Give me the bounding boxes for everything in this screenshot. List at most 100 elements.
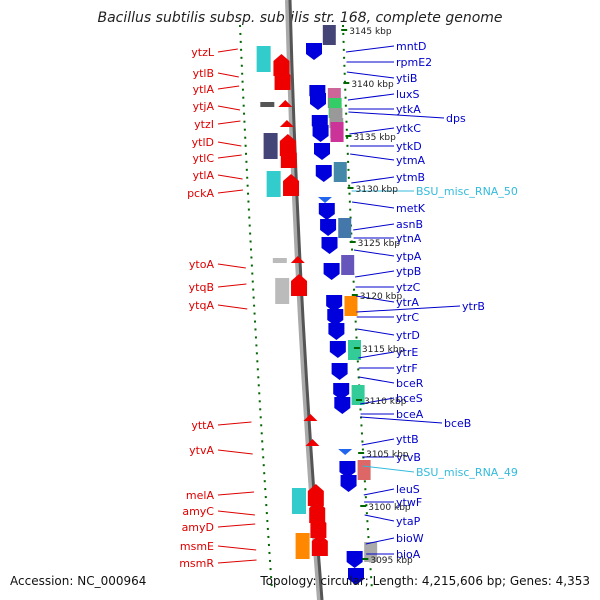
kbp-label: 3105 kbp [366,450,409,460]
right-gene-label: leuS [396,483,420,496]
left-gene-arrow [279,120,294,127]
right-gene-label: rpmE2 [396,56,432,69]
right-gene-label: ytmB [396,171,425,184]
kbp-label: 3140 kbp [351,80,394,90]
right-gene-label: ytaP [396,515,421,528]
right-gene-label: ytrF [396,362,418,375]
left-leader-line [217,174,243,180]
right-gene-label: ytrA [396,296,419,309]
kbp-label: 3120 kbp [360,292,403,302]
right-gene-block [357,460,371,480]
left-gene-label: ytlA [193,169,215,182]
right-gene-arrow [312,125,329,142]
right-leader-line [352,201,395,209]
left-leader-line [217,304,248,310]
left-gene-block [266,171,281,197]
left-gene-block [263,133,278,159]
right-leader-line [355,295,395,303]
right-gene-label: ytmA [396,154,426,167]
left-gene-label: pckA [187,187,214,200]
right-gene-label: bceR [396,377,424,390]
left-leader-line [217,283,247,288]
right-gene-label: dps [446,112,466,125]
left-gene-arrow [274,68,291,90]
right-gene-label: ytwF [396,496,422,509]
left-leader-line [217,120,241,125]
right-gene-label: ytvB [396,451,421,464]
left-gene-label: ytqA [189,299,215,312]
right-gene-arrow [334,397,351,414]
right-leader-line [358,376,395,384]
left-gene-label: ytjA [193,100,215,113]
right-gene-arrow [314,143,330,160]
left-leader-line [217,48,238,53]
right-gene-block [330,122,344,142]
left-leader-line [217,449,253,455]
left-gene-label: ytoA [189,258,215,271]
right-gene-label: ytrE [396,346,418,359]
right-gene-label: yttB [396,433,419,446]
right-gene-label: ytpA [396,250,422,263]
right-leader-line [364,514,395,522]
right-gene-label: asnB [396,218,423,231]
right-gene-label: ytpB [396,265,421,278]
right-leader-line [360,416,443,424]
right-gene-label: ytkD [396,140,422,153]
left-gene-block [275,278,290,304]
left-gene-arrow [273,54,290,76]
left-leader-line [217,491,255,496]
right-leader-line [356,305,461,313]
right-leader-line [350,153,395,161]
left-leader-line [217,72,239,78]
right-gene-arrow [328,323,345,340]
right-gene-block [333,162,347,182]
left-leader-line [217,510,255,516]
left-gene-label: ytqB [189,281,214,294]
left-gene-label: amyD [182,521,214,534]
left-gene-arrow [291,274,308,296]
right-gene-block [341,255,355,275]
right-gene-label: ytiB [396,72,417,85]
right-gene-block [351,385,365,405]
right-gene-arrow [329,341,346,358]
right-gene-block [364,542,378,562]
left-gene-label: ytlD [192,136,214,149]
left-leader-line [217,559,257,564]
kbp-label: 3110 kbp [364,397,407,407]
right-leader-line [346,45,395,53]
left-tick-track [239,24,273,591]
right-leader-line [348,111,445,119]
left-leader-line [217,154,242,159]
left-gene-block [256,46,271,72]
left-gene-arrow [311,534,328,556]
right-leader-line [360,397,395,405]
right-gene-arrow [348,568,364,585]
right-leader-line [353,249,395,257]
genome-title: Bacillus subtilis subsp. subtilis str. 1… [97,10,503,26]
right-gene-arrow [321,237,338,254]
right-gene-block [338,218,352,238]
left-gene-label: yttA [191,419,214,432]
left-gene-label: ytlA [193,83,215,96]
kbp-label: 3100 kbp [368,503,411,513]
left-leader-line [217,421,252,426]
right-gene-label: BSU_misc_RNA_49 [416,466,518,479]
kbp-label: 3125 kbp [358,239,401,249]
right-leader-line [346,71,395,79]
left-leader-line [217,545,257,551]
right-gene-label: bceB [444,417,471,430]
left-gene-arrow [278,100,293,107]
right-leader-line [349,127,395,135]
left-gene-label: ytlC [192,152,214,165]
right-gene-arrow [331,363,348,380]
left-leader-line [217,263,246,269]
right-gene-arrow [315,165,332,182]
right-gene-label: ytrD [396,329,420,342]
right-leader-line [347,93,395,101]
right-gene-arrow [306,43,322,60]
left-gene-arrow [307,484,324,506]
left-gene-arrow [309,501,326,523]
kbp-label: 3115 kbp [362,345,405,355]
